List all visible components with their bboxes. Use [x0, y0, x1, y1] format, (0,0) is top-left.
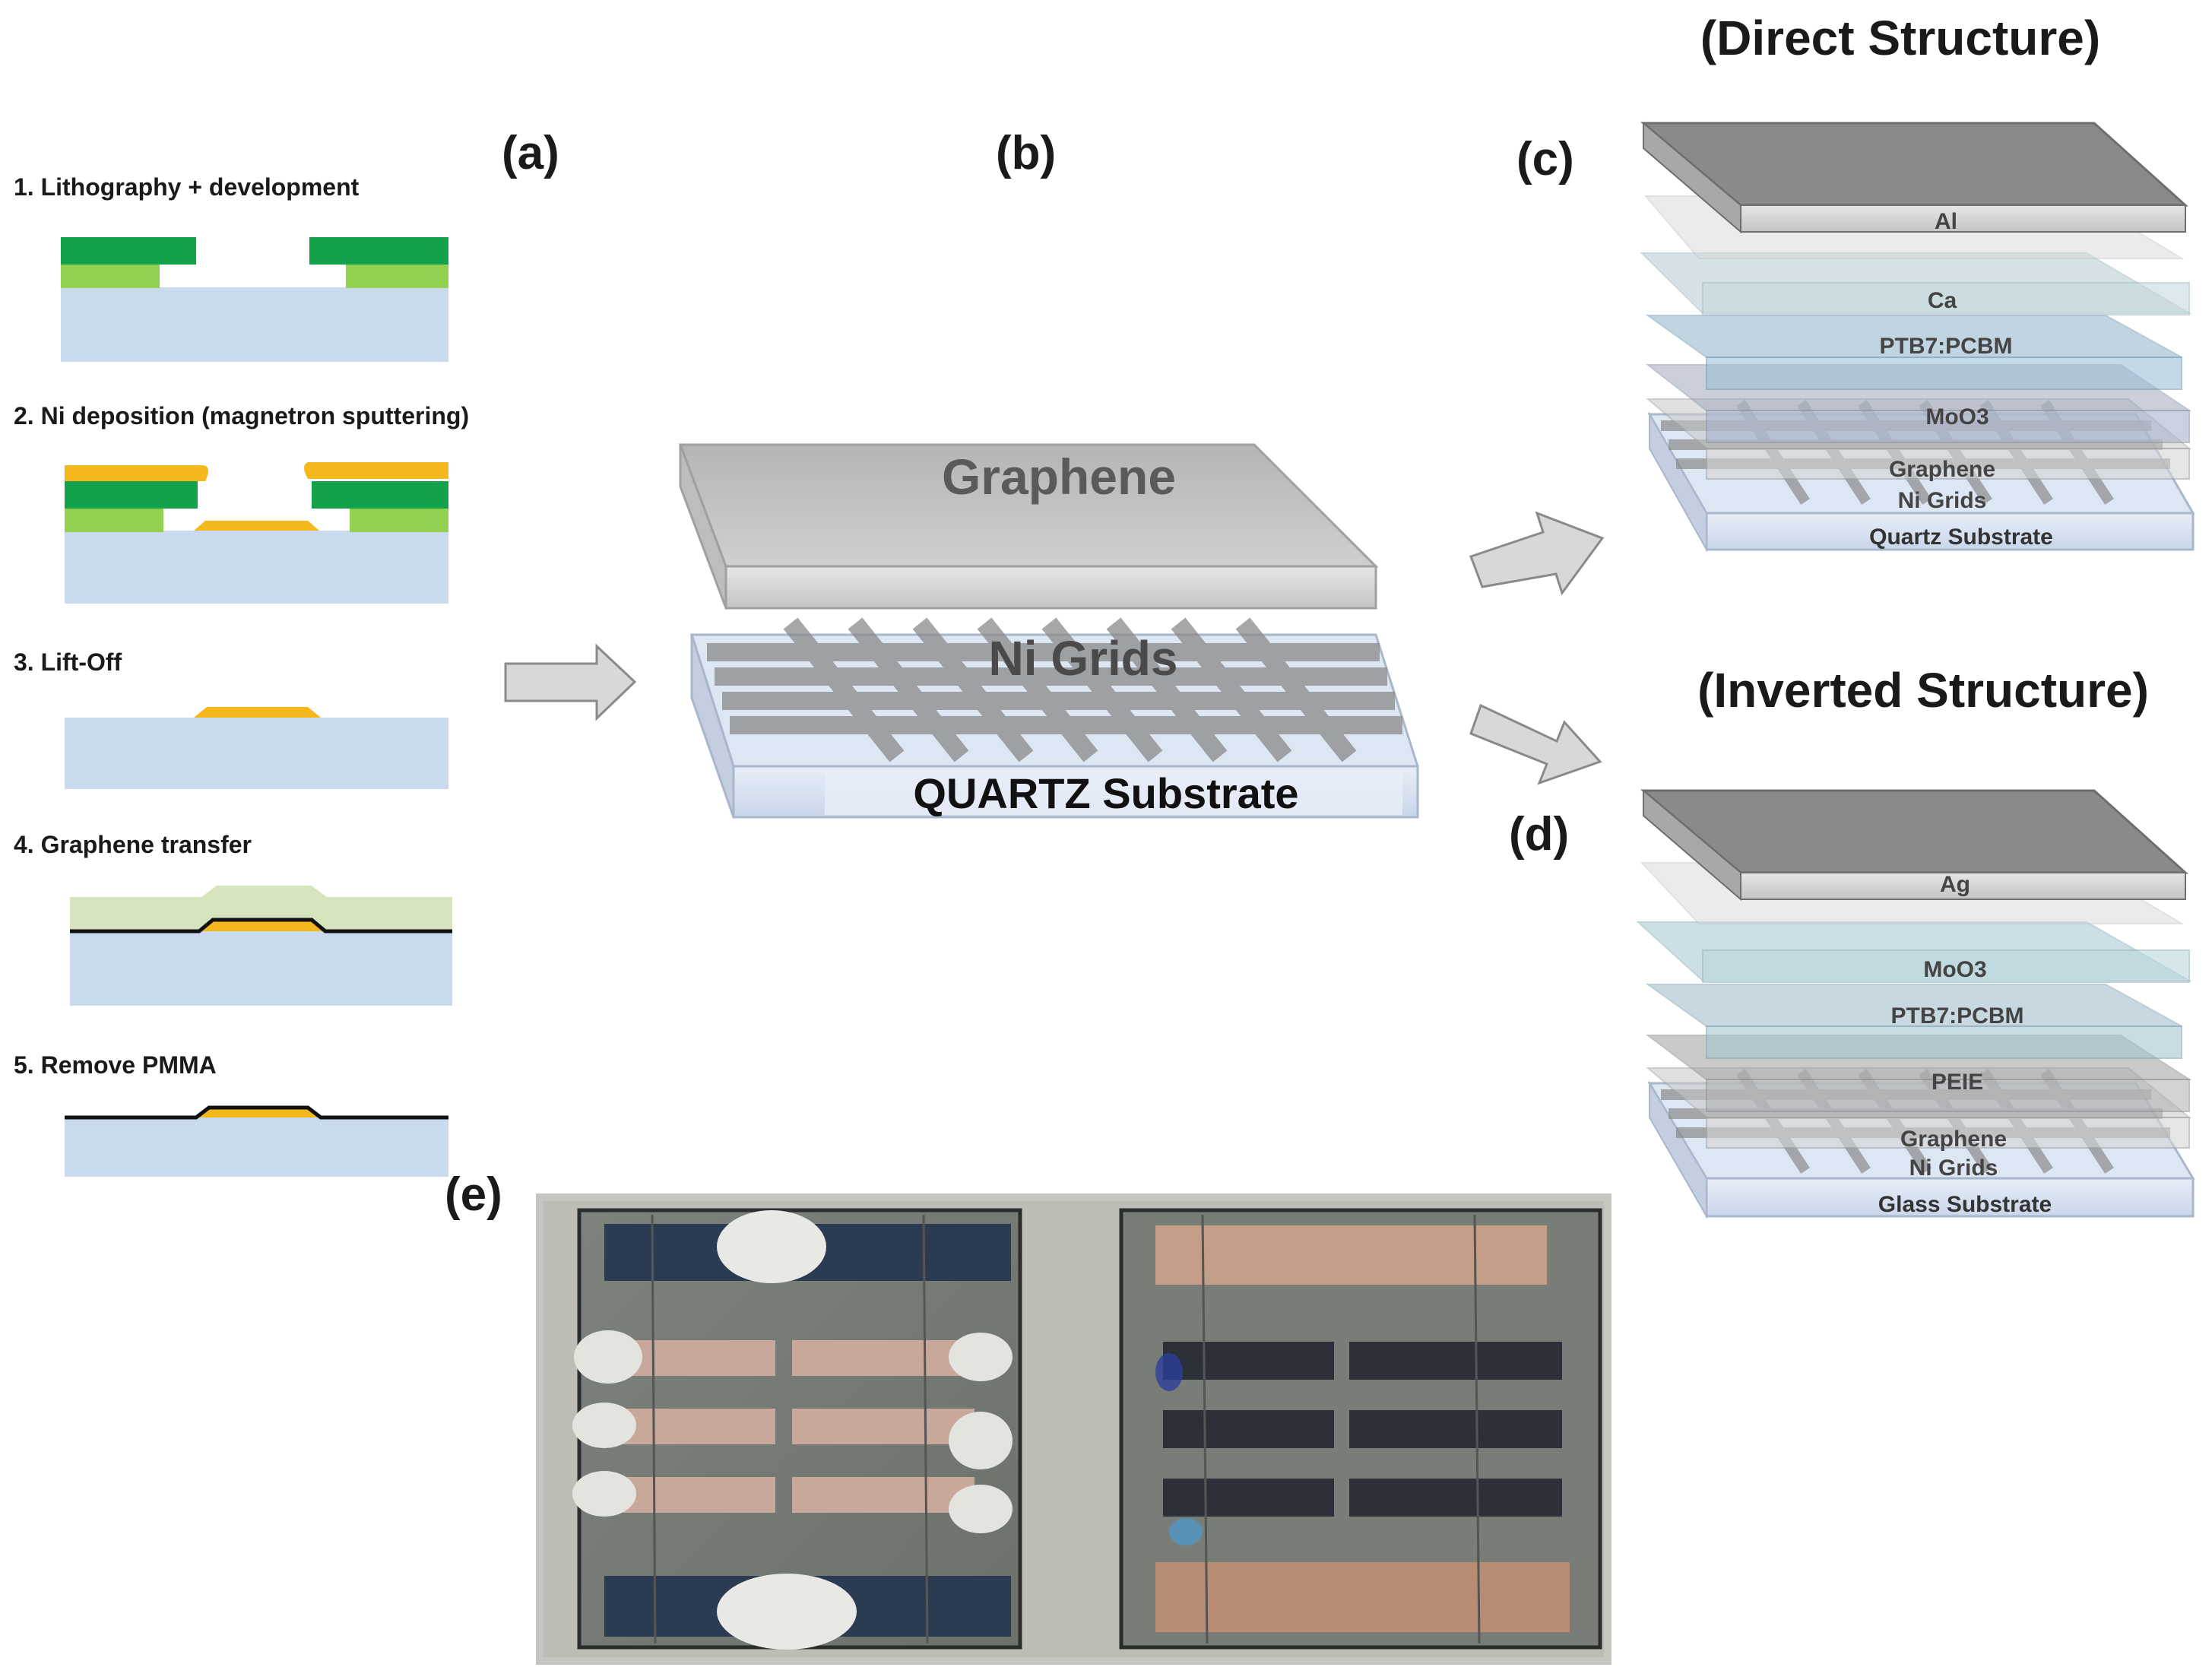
inverted-structure-title: (Inverted Structure)	[1697, 663, 2149, 718]
inverted-stack: Ag MoO3 PTB7:PCBM PEIE Graphene Ni Grids…	[1636, 788, 2195, 1219]
panel-label-c: (c)	[1516, 133, 1574, 185]
panel-label-a: (a)	[502, 127, 559, 179]
inverted-layer-label: PTB7:PCBM	[1890, 1003, 2023, 1029]
device-left	[572, 1208, 1022, 1650]
ni-grid	[707, 617, 1402, 762]
direct-layer-label: Al	[1935, 209, 1957, 234]
quartz-substrate-label: QUARTZ Substrate	[913, 769, 1298, 817]
direct-layer-label: Graphene	[1889, 457, 1995, 482]
step-label: 5. Remove PMMA	[14, 1051, 217, 1079]
graphene-slab	[678, 443, 1379, 610]
device-right	[1119, 1208, 1602, 1650]
panel-label-d: (d)	[1509, 808, 1569, 861]
panel-label-b: (b)	[996, 127, 1056, 179]
direct-layer-label: Ca	[1928, 288, 1957, 313]
step-3-diagram	[65, 707, 448, 789]
step-label: 4. Graphene transfer	[14, 831, 252, 858]
panel-label-e: (e)	[445, 1168, 502, 1221]
direct-layer-label: Quartz Substrate	[1869, 525, 2053, 550]
step-1-diagram	[61, 237, 448, 362]
step-label: 2. Ni deposition (magnetron sputtering)	[14, 402, 469, 430]
step-4-diagram	[70, 886, 452, 1006]
inverted-layer-label: Ni Grids	[1909, 1155, 1998, 1181]
arrow-icon	[504, 643, 637, 721]
ni-grids-label: Ni Grids	[989, 631, 1178, 686]
step-2-diagram	[65, 462, 448, 604]
step-label: 1. Lithography + development	[14, 173, 360, 201]
direct-layer-label: MoO3	[1925, 404, 1989, 430]
graphene-label: Graphene	[942, 449, 1176, 505]
direct-layer-label: PTB7:PCBM	[1879, 334, 2012, 359]
inverted-layer-label: Ag	[1940, 872, 1970, 897]
step-5-diagram	[65, 1105, 448, 1177]
arrow-icon	[1469, 703, 1602, 785]
step-label: 3. Lift-Off	[14, 648, 122, 676]
direct-structure-title: (Direct Structure)	[1700, 11, 2100, 65]
center-stack: Graphene Ni Grids QUARTZ Substrate	[678, 443, 1420, 819]
process-panel: 1. Lithography + development 2. Ni depos…	[14, 173, 469, 1177]
arrow-icon	[1469, 511, 1605, 596]
inverted-layer-label: Graphene	[1900, 1127, 2007, 1152]
direct-layer-label: Ni Grids	[1898, 488, 1987, 513]
inverted-layer-label: PEIE	[1932, 1070, 1983, 1095]
device-photo	[536, 1193, 1611, 1665]
inverted-layer-label: MoO3	[1923, 957, 1986, 982]
direct-stack: Al Ca PTB7:PCBM MoO3 Graphene Ni Grids Q…	[1640, 121, 2195, 553]
inverted-layer-label: Glass Substrate	[1878, 1192, 2052, 1217]
